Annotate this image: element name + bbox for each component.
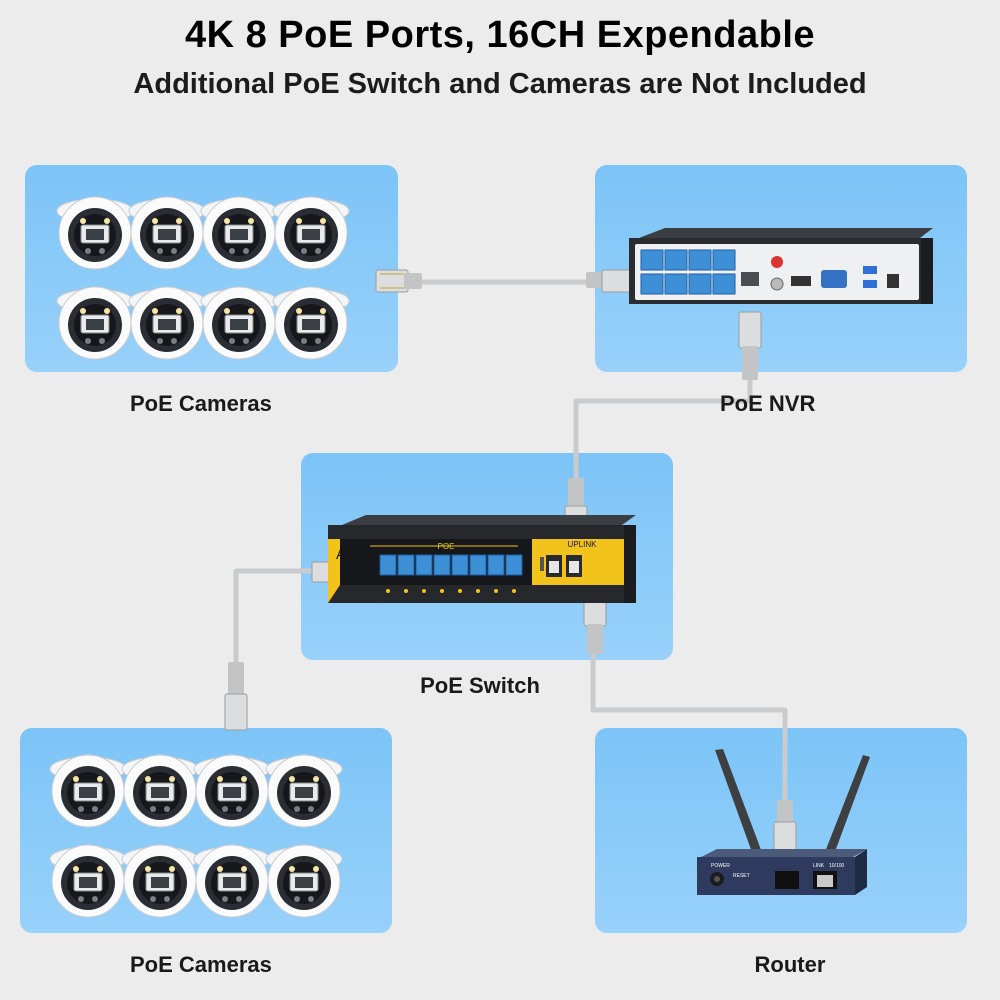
nvr-port xyxy=(640,273,664,295)
label-poe-switch: PoE Switch xyxy=(420,673,540,698)
dome-camera-3 xyxy=(193,754,271,828)
router-device: POWER RESET LINK 10/100 xyxy=(697,749,870,895)
dome-camera-1 xyxy=(49,754,127,828)
switch-led xyxy=(494,589,498,593)
cable-switch-router xyxy=(590,647,788,806)
dome-camera-4 xyxy=(272,196,350,270)
switch-led xyxy=(476,589,480,593)
switch-port xyxy=(379,554,397,576)
page-title: 4K 8 PoE Ports, 16CH Expendable xyxy=(184,14,816,56)
dome-camera-6 xyxy=(128,286,206,360)
dome-camera-3 xyxy=(200,196,278,270)
switch-port xyxy=(469,554,487,576)
router-link-label: LINK xyxy=(813,863,825,869)
switch-port xyxy=(433,554,451,576)
connector-nvr-bottom xyxy=(738,311,762,380)
switch-led xyxy=(440,589,444,593)
nvr-port xyxy=(688,273,712,295)
switch-led xyxy=(512,589,516,593)
dome-camera-6 xyxy=(121,844,199,918)
camera-group-bottom xyxy=(49,754,343,918)
switch-uplink-label: UPLINK xyxy=(568,540,598,549)
switch-led xyxy=(404,589,408,593)
label-poe-cameras-bottom: PoE Cameras xyxy=(130,952,272,977)
dome-camera-2 xyxy=(128,196,206,270)
nvr-port xyxy=(712,249,736,271)
dome-camera-7 xyxy=(193,844,271,918)
cable-nvr-switch xyxy=(573,375,753,485)
connector-cameras-side xyxy=(375,269,422,293)
switch-port xyxy=(415,554,433,576)
switch-led xyxy=(422,589,426,593)
camera-group-top xyxy=(56,196,350,360)
dome-camera-7 xyxy=(200,286,278,360)
dome-camera-2 xyxy=(121,754,199,828)
nvr-port xyxy=(640,249,664,271)
nvr-port xyxy=(712,273,736,295)
nvr-device xyxy=(629,228,933,304)
router-speed-label: 10/100 xyxy=(829,863,845,869)
switch-poe-label: POE xyxy=(438,542,455,551)
label-router: Router xyxy=(754,952,826,977)
dome-camera-8 xyxy=(272,286,350,360)
switch-port xyxy=(487,554,505,576)
switch-port xyxy=(451,554,469,576)
switch-led xyxy=(386,589,390,593)
router-power-label: POWER xyxy=(711,863,730,869)
nvr-port xyxy=(664,249,688,271)
label-poe-nvr: PoE NVR xyxy=(720,391,816,416)
switch-port xyxy=(505,554,523,576)
cable-switch-cameras xyxy=(233,568,321,671)
dome-camera-1 xyxy=(56,196,134,270)
dome-camera-4 xyxy=(265,754,343,828)
nvr-port xyxy=(664,273,688,295)
dome-camera-8 xyxy=(265,844,343,918)
page-subtitle: Additional PoE Switch and Cameras are No… xyxy=(133,68,867,100)
dome-camera-5 xyxy=(49,844,127,918)
label-poe-cameras-top: PoE Cameras xyxy=(130,391,272,416)
switch-led xyxy=(458,589,462,593)
connector-nvr-side xyxy=(586,269,635,293)
dome-camera-5 xyxy=(56,286,134,360)
router-reset-label: RESET xyxy=(733,873,750,879)
switch-brand: Ai xyxy=(336,546,348,562)
switch-port xyxy=(397,554,415,576)
connector-cameras-bottom xyxy=(224,662,248,731)
nvr-port xyxy=(688,249,712,271)
poe-switch-device: Ai POE UPLINK xyxy=(328,515,636,603)
